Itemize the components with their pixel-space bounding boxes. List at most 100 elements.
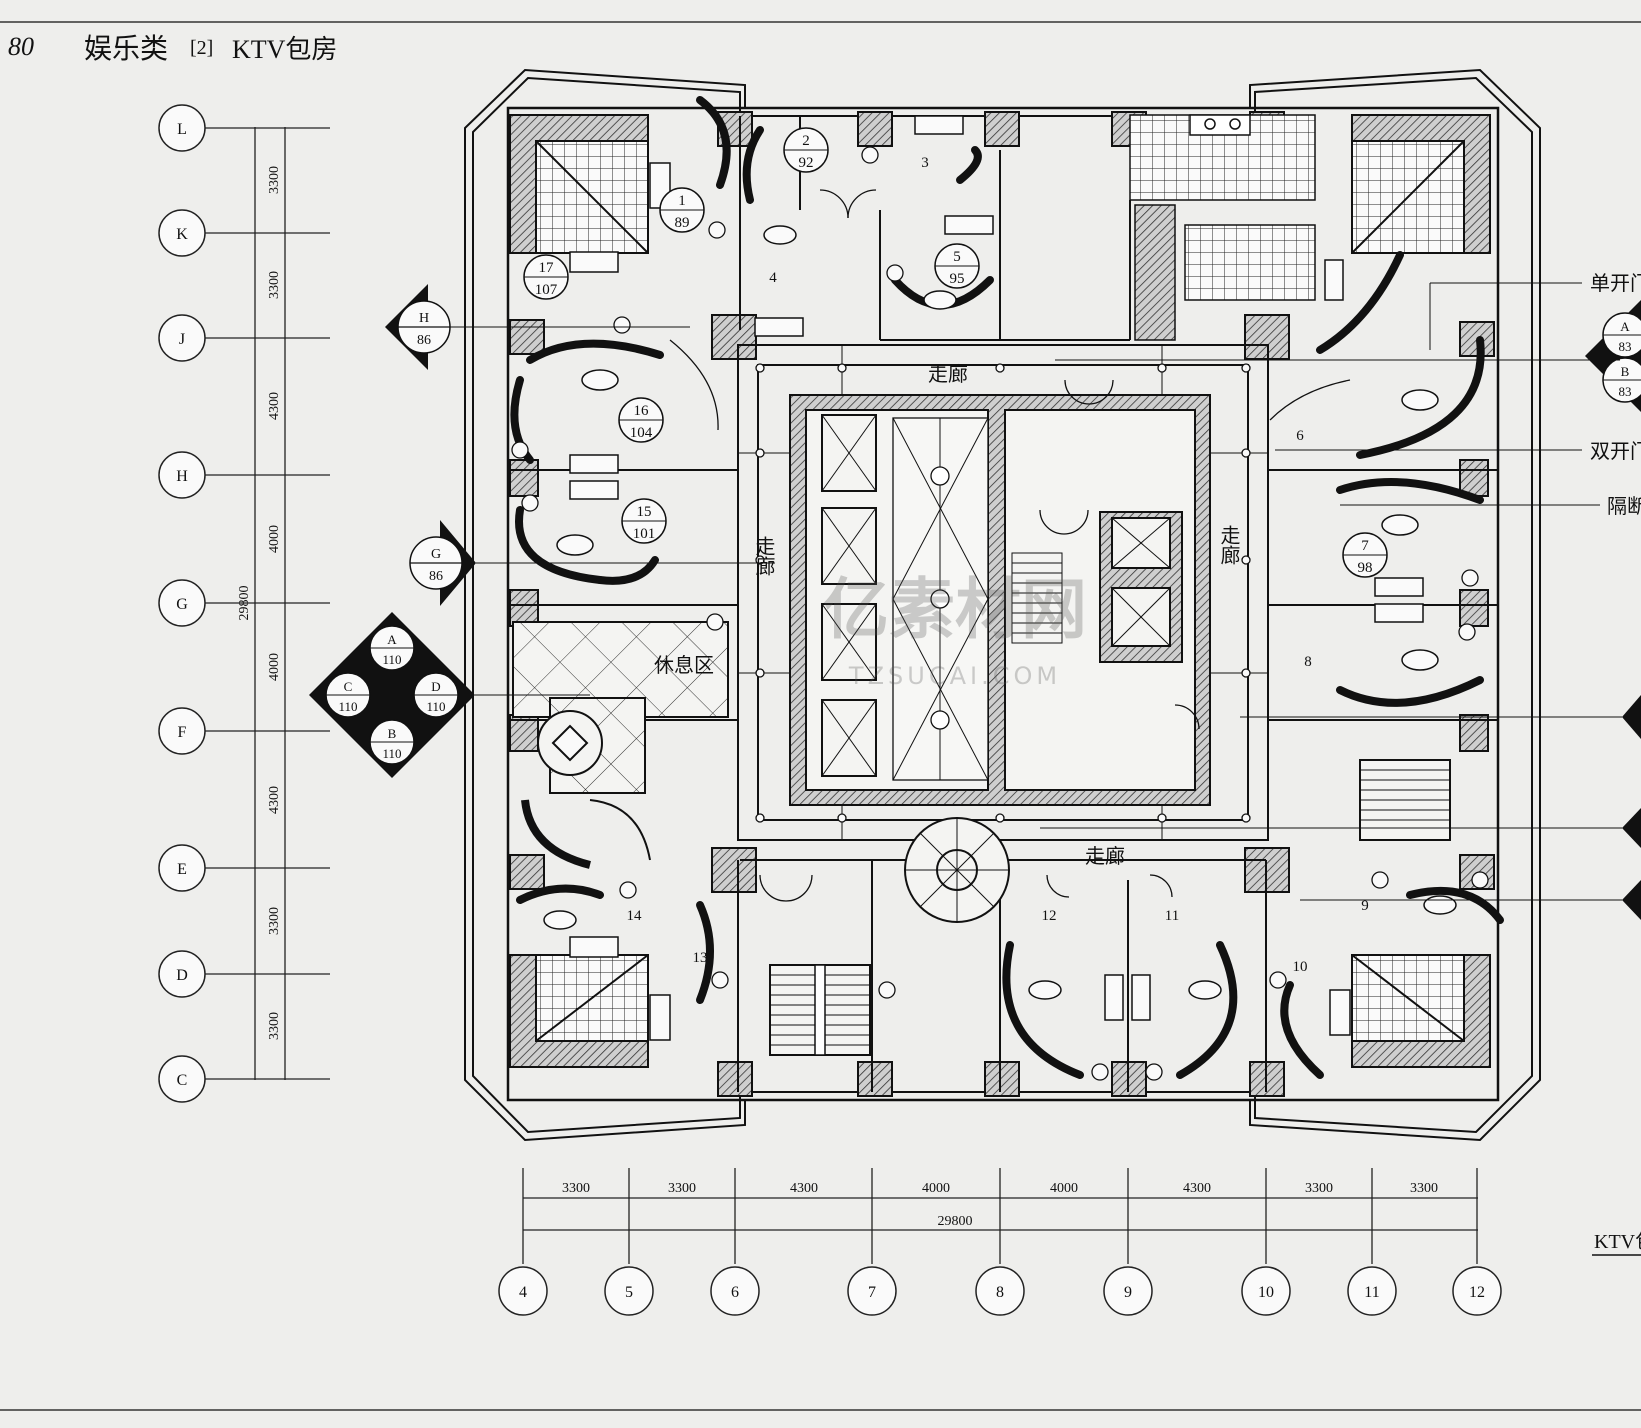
ktv-sofas xyxy=(510,96,1504,1079)
bottom-axis-grid xyxy=(522,1168,1478,1264)
room-14-no: 14 xyxy=(627,908,643,924)
elevation-G-page: 86 xyxy=(429,569,443,584)
corridor-light-points xyxy=(755,363,1251,823)
toilet-block xyxy=(1129,114,1316,341)
ktv-tables xyxy=(543,225,1457,1000)
left-dim-1: 3300 xyxy=(267,166,282,194)
axis-label-10: 10 xyxy=(1258,1284,1274,1301)
left-dim-8: 3300 xyxy=(267,1012,282,1040)
elevation-G-letter: G xyxy=(431,547,441,562)
axis-label-J: J xyxy=(179,331,185,348)
left-axis-bubbles xyxy=(158,104,206,1103)
stair-south xyxy=(769,759,1451,1056)
corridor-label-north: 走廊 xyxy=(928,363,968,386)
axis-label-4: 4 xyxy=(519,1284,527,1301)
elevation-H-letter: H xyxy=(419,311,429,326)
left-dim-total: 29800 xyxy=(237,586,252,621)
bottom-dim-8: 3300 xyxy=(1410,1181,1438,1196)
drawing-caption-text: KTV包房平面图 xyxy=(1594,1230,1641,1253)
room-10-no: 10 xyxy=(1293,959,1308,975)
left-dim-7: 3300 xyxy=(267,907,282,935)
watermark: 亿素材网 TZSUCAI.COM xyxy=(823,571,1087,690)
room-5-no: 5 xyxy=(953,249,961,265)
bottom-dim-4: 4000 xyxy=(922,1181,950,1196)
room-15-no: 15 xyxy=(637,504,652,520)
axis-label-11: 11 xyxy=(1364,1284,1379,1301)
elevation-H-page: 86 xyxy=(417,333,431,348)
elev-quad-A-page: 110 xyxy=(382,652,401,667)
bottom-axis-bubbles xyxy=(498,1266,1502,1316)
right-edge-markers xyxy=(1622,695,1641,920)
axis-label-12: 12 xyxy=(1469,1284,1485,1301)
left-axis-grid xyxy=(205,127,330,1080)
page-title: KTV包房 xyxy=(232,35,337,64)
bottom-dim-2: 3300 xyxy=(668,1181,696,1196)
corridor-label-east: 走廊 xyxy=(1217,525,1240,565)
lounge-label: 休息区 xyxy=(654,654,714,677)
room-16-no: 16 xyxy=(634,403,650,419)
left-dim-2: 3300 xyxy=(267,271,282,299)
elevation-marker-G: G 86 xyxy=(409,520,775,606)
room-2-page: 92 xyxy=(799,155,814,171)
room-5-page: 95 xyxy=(950,271,965,287)
door-swings xyxy=(669,189,1351,902)
corridor-label-west: 走廊 xyxy=(752,536,775,576)
elev-quad-D-page: 110 xyxy=(426,699,445,714)
room-1-no: 1 xyxy=(678,193,686,209)
corridor-label-south: 走廊 xyxy=(1085,845,1125,868)
bottom-dim-6: 4300 xyxy=(1183,1181,1211,1196)
callout-double-door: 双开门 xyxy=(1590,440,1641,463)
axis-label-C: C xyxy=(177,1072,188,1089)
room-12-no: 12 xyxy=(1042,908,1057,924)
left-dim-3: 4300 xyxy=(267,392,282,420)
bottom-dim-5: 4000 xyxy=(1050,1181,1078,1196)
callout-leaders xyxy=(1040,282,1622,901)
room-11-no: 11 xyxy=(1165,908,1179,924)
elev-quad-B-letter: B xyxy=(388,726,397,741)
axis-label-H: H xyxy=(176,468,188,485)
sheet-frame xyxy=(0,21,1641,1411)
axis-label-6: 6 xyxy=(731,1284,739,1301)
category-title: 娱乐类 xyxy=(84,33,168,65)
axis-label-5: 5 xyxy=(625,1284,633,1301)
room-bubble-dividers xyxy=(524,149,1387,556)
elev-A83-page: 83 xyxy=(1619,339,1632,354)
axis-label-8: 8 xyxy=(996,1284,1004,1301)
bottom-dim-3: 4300 xyxy=(790,1181,818,1196)
room-16-page: 104 xyxy=(630,425,653,441)
room-8-no: 8 xyxy=(1304,654,1312,670)
room-1-page: 89 xyxy=(675,215,690,231)
bottom-dim-1: 3300 xyxy=(562,1181,590,1196)
room-9-no: 9 xyxy=(1361,898,1369,914)
room-17-page: 107 xyxy=(535,282,558,298)
room-4-no: 4 xyxy=(769,270,777,286)
elev-B83-page: 83 xyxy=(1619,384,1632,399)
axis-label-K: K xyxy=(176,226,188,243)
axis-label-F: F xyxy=(178,724,187,741)
axis-label-7: 7 xyxy=(868,1284,876,1301)
elev-B83-letter: B xyxy=(1621,364,1630,379)
axis-label-D: D xyxy=(176,967,188,984)
room-3-no: 3 xyxy=(921,155,929,171)
elev-quad-C-page: 110 xyxy=(338,699,357,714)
left-dim-6: 4300 xyxy=(267,786,282,814)
room-7-page: 98 xyxy=(1358,560,1373,576)
room-17-no: 17 xyxy=(539,260,555,276)
room-15-page: 101 xyxy=(633,526,656,542)
page-number: 80 xyxy=(8,32,34,61)
round-seating xyxy=(904,817,1010,923)
drawing-caption: KTV包房平面图 xyxy=(1592,1230,1641,1256)
watermark-sub: TZSUCAI.COM xyxy=(848,662,1061,690)
axis-label-G: G xyxy=(176,596,188,613)
page-header: 80 娱乐类 [2] KTV包房 xyxy=(8,32,337,65)
left-dim-4: 4000 xyxy=(267,525,282,553)
room-6-no: 6 xyxy=(1296,428,1304,444)
callout-single-door: 单开门 xyxy=(1590,272,1641,295)
plant-symbols xyxy=(511,146,1489,1081)
room-2-no: 2 xyxy=(802,133,810,149)
bottom-dim-7: 3300 xyxy=(1305,1181,1333,1196)
elev-A83-letter: A xyxy=(1620,319,1630,334)
callout-partition: 隔断 xyxy=(1607,495,1641,518)
elev-quad-A-letter: A xyxy=(387,632,397,647)
